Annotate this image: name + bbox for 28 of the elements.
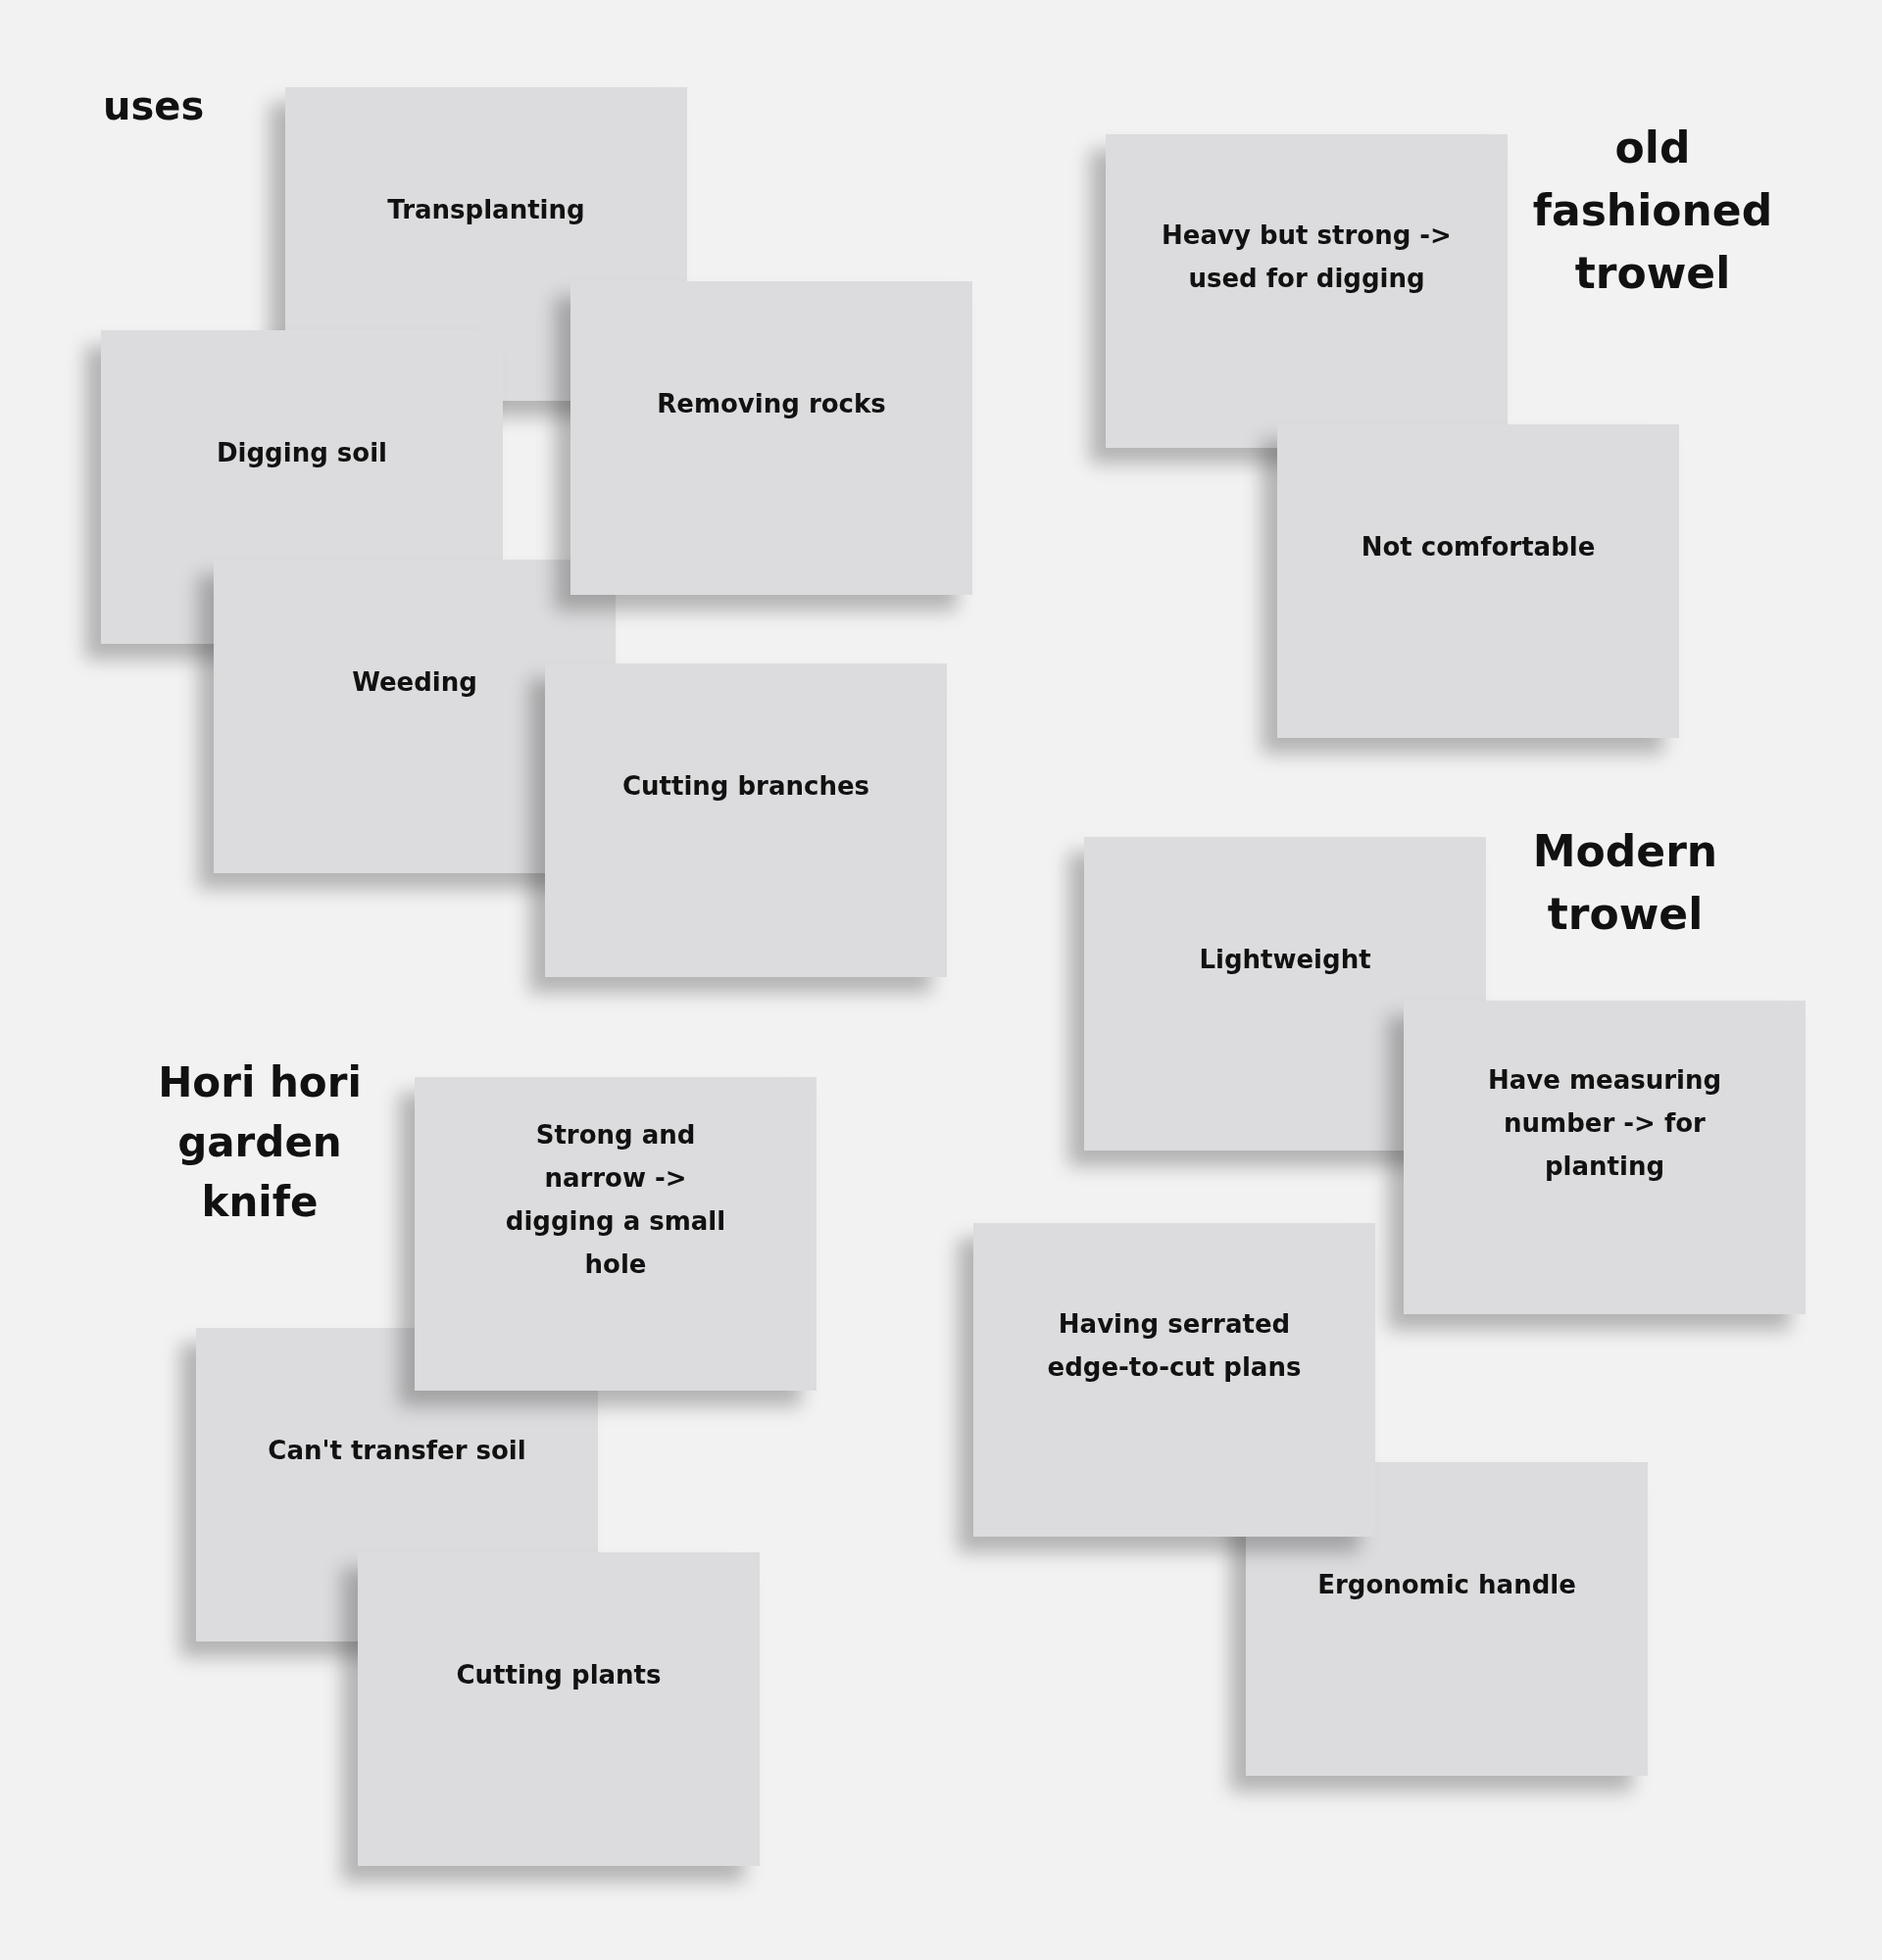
note-text: Have measuring number -> for planting [1486,1064,1723,1183]
sticky-note [570,281,972,595]
sticky-note [415,1077,817,1391]
note-text: Removing rocks [657,388,886,420]
note-text: Lightweight [1199,944,1371,976]
sticky-note [545,663,947,977]
note-text: Ergonomic handle [1317,1569,1576,1601]
note-text: Digging soil [217,437,387,469]
note-text: Heavy but strong -> used for digging [1161,220,1453,295]
sticky-note [1277,424,1679,738]
group-heading: Hori hori garden knife [157,1057,363,1228]
group-heading: uses [103,82,205,130]
sticky-note [1106,134,1508,448]
note-text: Strong and narrow -> digging a small hole [504,1119,727,1281]
note-text: Having serrated edge-to-cut plans [1046,1308,1303,1384]
note-text: Cutting branches [621,770,870,803]
note-text: Weeding [352,666,477,699]
sticky-note [1084,837,1486,1151]
sticky-note [358,1552,760,1866]
sticky-note [1404,1001,1806,1314]
note-text: Cutting plants [456,1659,662,1691]
note-text: Not comfortable [1361,531,1596,564]
group-heading: old fashioned trowel [1531,122,1774,300]
note-text: Can't transfer soil [268,1435,526,1467]
sticky-note [1246,1462,1648,1776]
sticky-note [973,1223,1375,1537]
note-text: Transplanting [387,194,585,226]
group-heading: Modern trowel [1531,825,1719,941]
